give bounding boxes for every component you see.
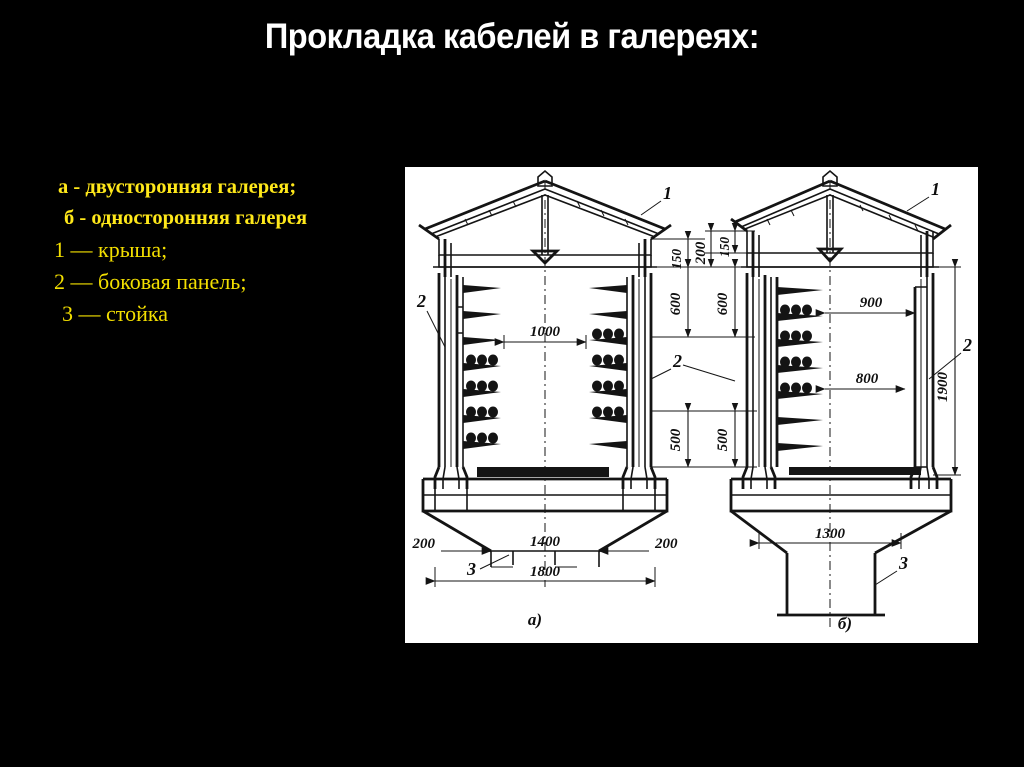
legend-item-1: 1 — крыша;: [54, 237, 168, 262]
cable-gallery-drawing: 1000 150 600 500: [405, 167, 978, 643]
cable-bundles-right-a: [592, 328, 624, 418]
dim-label-600-a: 600: [668, 292, 684, 315]
dim-label-1800-a: 1800: [530, 564, 561, 580]
dim-label-200-b: 200: [693, 241, 709, 265]
dim-label-200-left-a: 200: [412, 536, 436, 552]
callout-2-right-a: 2: [672, 351, 682, 371]
legend-list: а - двусторонняя галерея; б - односторон…: [52, 172, 392, 330]
legend-item-a: а - двусторонняя галерея;: [58, 176, 297, 198]
callout-1-a: 1: [663, 183, 672, 203]
cable-rack-right-a: [589, 273, 657, 489]
dim-label-600-b: 600: [715, 292, 731, 315]
roof-b: [730, 169, 952, 241]
dim-stack-a: 150 600 500: [651, 230, 705, 468]
callout-3-a: 3: [466, 559, 476, 579]
dim-label-1400-a: 1400: [530, 534, 561, 550]
legend-item-2: 2 — боковая панель;: [54, 269, 247, 294]
callout-3-b: 3: [898, 553, 908, 573]
base-slab-a: [421, 467, 669, 568]
dim-label-800-b: 800: [856, 371, 879, 387]
dim-label-900-b: 900: [860, 295, 883, 311]
frame-b: [741, 195, 939, 277]
legend-item-3: 3 — стойка: [62, 301, 168, 326]
callouts-b: 1 2 3: [874, 179, 972, 586]
dim-base-a: 200 200 1400 1800: [412, 534, 678, 587]
callout-2-b: 2: [962, 335, 972, 355]
frame-a: [433, 195, 657, 277]
dim-label-150-a: 150: [669, 249, 684, 270]
callout-2-left-a: 2: [416, 291, 426, 311]
dim-label-200-right-a: 200: [654, 536, 678, 552]
dim-label-1000: 1000: [530, 324, 561, 340]
diagram-b: 200 150 600 500 900 800: [682, 169, 972, 633]
callout-leader-cross: [682, 364, 736, 382]
dim-label-1300-b: 1300: [815, 526, 846, 542]
cable-bundles-left-a: [466, 354, 498, 444]
figure-image-panel: 1000 150 600 500: [405, 167, 978, 643]
legend-item-b: б - односторонняя галерея: [64, 207, 308, 229]
figure-caption-b: б): [838, 614, 852, 633]
callout-1-b: 1: [931, 179, 940, 199]
cable-bundles-b: [780, 304, 812, 394]
dim-label-1900-b: 1900: [935, 372, 951, 403]
dim-label-500-a: 500: [668, 428, 684, 451]
dim-1000-a: 1000: [494, 324, 587, 349]
diagram-a: 1000 150 600 500: [412, 169, 705, 629]
dim-label-500-b: 500: [715, 428, 731, 451]
roof-a: [418, 169, 672, 241]
callouts-a: 1 2 2 3: [416, 183, 682, 579]
dim-label-150-b: 150: [717, 237, 732, 258]
figure-caption-a: а): [528, 610, 542, 629]
dim-stack-b: 200 150 600 500 900 800: [693, 222, 961, 549]
cable-rack-left-a: [433, 273, 501, 489]
page-title: Прокладка кабелей в галереях:: [264, 17, 760, 56]
